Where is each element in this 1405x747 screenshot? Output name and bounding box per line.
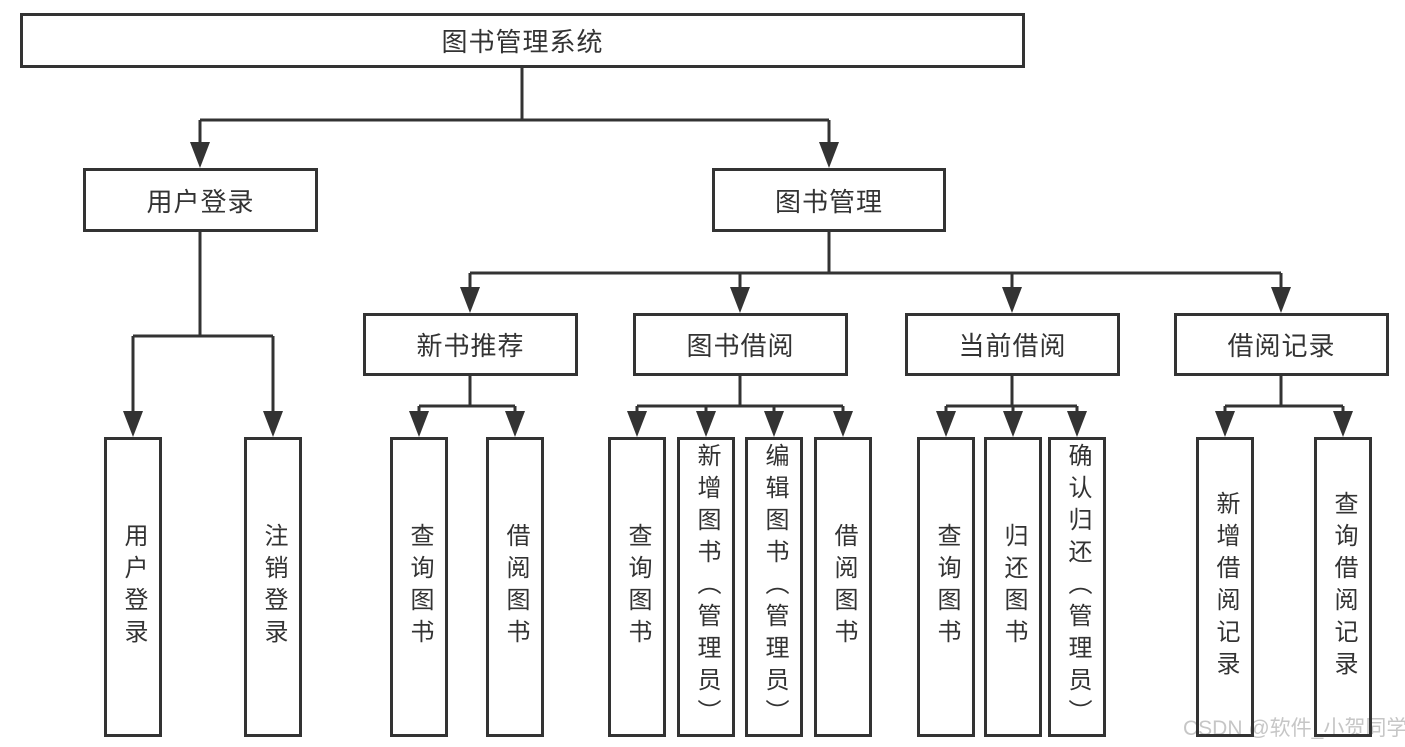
leaf-current-confirm-return-admin: 确认归还（管理员） bbox=[1048, 437, 1106, 737]
connector-user-login-to-leaves bbox=[123, 232, 283, 437]
leaf-borrow-borrow-books: 借阅图书 bbox=[814, 437, 872, 737]
node-book-borrowing: 图书借阅 bbox=[633, 313, 848, 376]
leaf-label: 编辑图书（管理员） bbox=[761, 443, 788, 731]
leaf-logout-login: 注销登录 bbox=[244, 437, 302, 737]
leaf-records-query-record: 查询借阅记录 bbox=[1314, 437, 1372, 737]
leaf-borrow-edit-books-admin: 编辑图书（管理员） bbox=[745, 437, 803, 737]
node-label: 图书管理系统 bbox=[441, 27, 604, 57]
leaf-label: 借阅图书 bbox=[830, 523, 857, 651]
leaf-label: 注销登录 bbox=[260, 523, 287, 651]
leaf-current-query-books: 查询图书 bbox=[917, 437, 975, 737]
leaf-records-add-record: 新增借阅记录 bbox=[1196, 437, 1254, 737]
connector-book-management-to-groups bbox=[460, 232, 1291, 313]
leaf-label: 借阅图书 bbox=[502, 523, 529, 651]
node-borrowing-records: 借阅记录 bbox=[1174, 313, 1389, 376]
leaf-newbook-borrow-books: 借阅图书 bbox=[486, 437, 544, 737]
connector-borrowing-to-leaves bbox=[627, 376, 853, 437]
node-label: 图书借阅 bbox=[686, 331, 795, 361]
leaf-label: 查询图书 bbox=[624, 523, 651, 651]
connector-records-to-leaves bbox=[1215, 376, 1353, 437]
node-label: 图书管理 bbox=[774, 186, 883, 217]
leaf-borrow-query-books: 查询图书 bbox=[608, 437, 666, 737]
leaf-label: 新增借阅记录 bbox=[1212, 491, 1239, 683]
leaf-user-login: 用户登录 bbox=[104, 437, 162, 737]
node-root: 图书管理系统 bbox=[20, 13, 1025, 68]
leaf-label: 查询借阅记录 bbox=[1330, 491, 1357, 683]
node-label: 新书推荐 bbox=[416, 331, 525, 361]
watermark: CSDN @软件_小贺同学 bbox=[1183, 717, 1405, 740]
leaf-newbook-query-books: 查询图书 bbox=[390, 437, 448, 737]
node-current-borrowing: 当前借阅 bbox=[905, 313, 1120, 376]
leaf-current-return-books: 归还图书 bbox=[984, 437, 1042, 737]
node-label: 当前借阅 bbox=[958, 331, 1067, 361]
leaf-label: 查询图书 bbox=[933, 523, 960, 651]
node-user-login: 用户登录 bbox=[83, 168, 318, 232]
leaf-label: 确认归还（管理员） bbox=[1064, 443, 1091, 731]
leaf-label: 新增图书（管理员） bbox=[693, 443, 720, 731]
node-label: 用户登录 bbox=[146, 186, 255, 217]
leaf-label: 归还图书 bbox=[1000, 523, 1027, 651]
leaf-label: 查询图书 bbox=[406, 523, 433, 651]
connector-current-to-leaves bbox=[936, 376, 1087, 437]
leaf-label: 用户登录 bbox=[120, 523, 147, 651]
connector-new-book-to-leaves bbox=[409, 376, 525, 437]
node-book-management: 图书管理 bbox=[712, 168, 946, 232]
node-new-book-recommendation: 新书推荐 bbox=[363, 313, 578, 376]
connector-root-to-branches bbox=[190, 68, 839, 168]
leaf-borrow-add-books-admin: 新增图书（管理员） bbox=[677, 437, 735, 737]
node-label: 借阅记录 bbox=[1227, 331, 1336, 361]
